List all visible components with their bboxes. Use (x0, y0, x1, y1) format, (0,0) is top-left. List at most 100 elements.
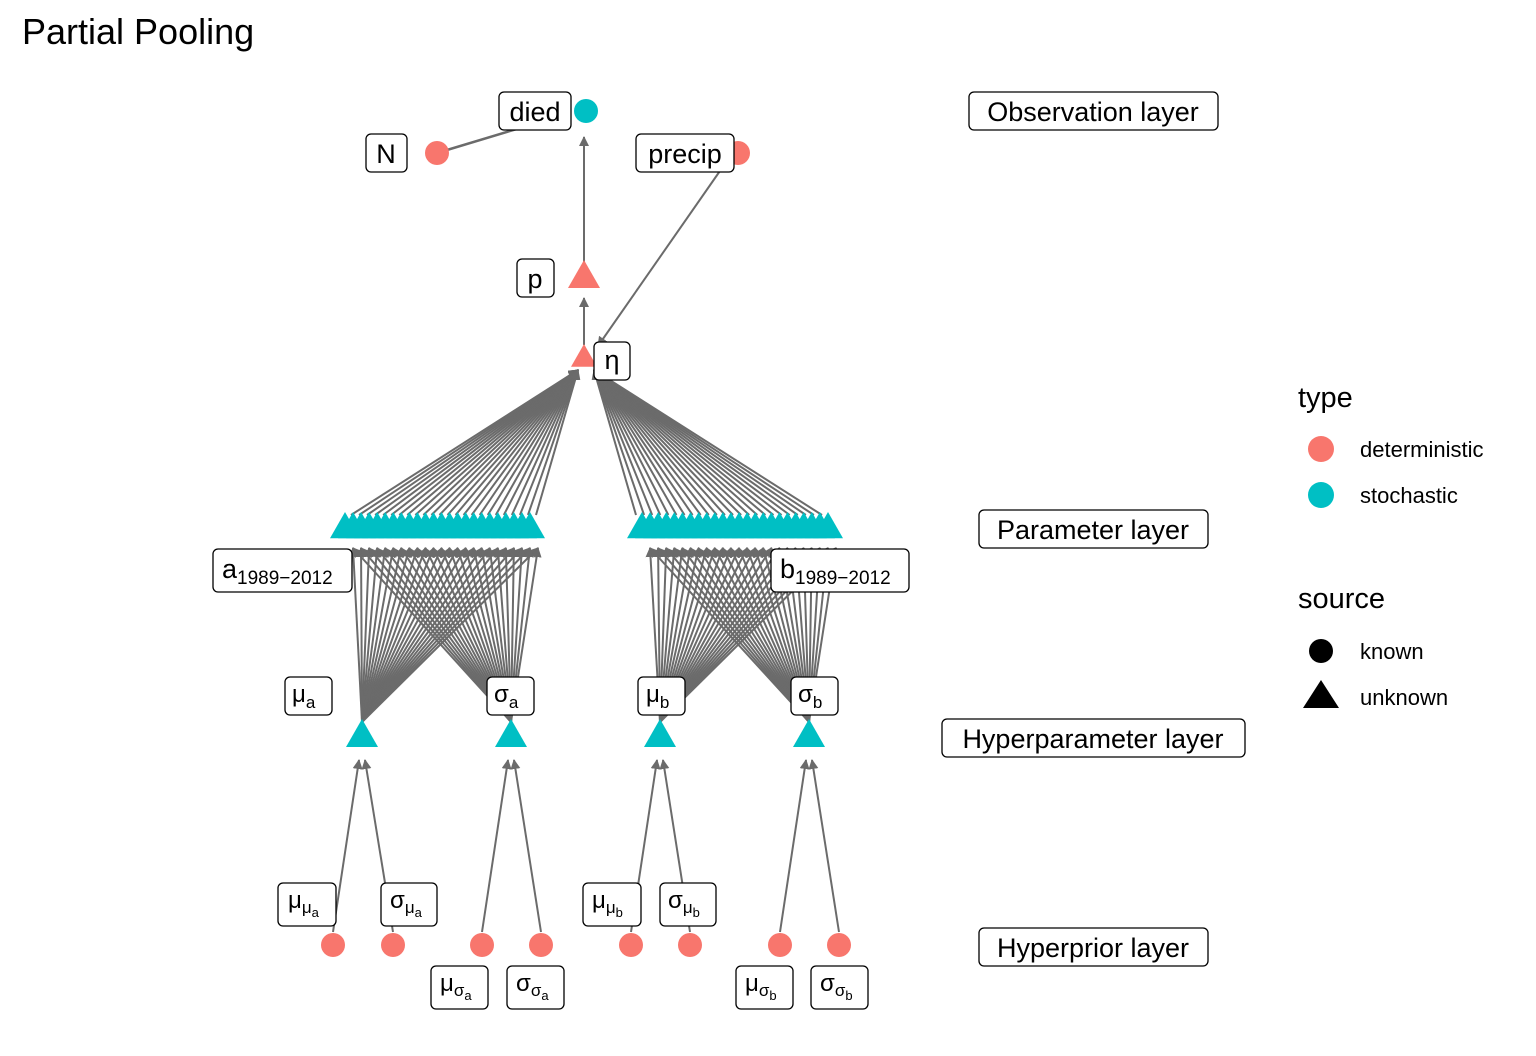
edge-mu-a-to-param (361, 547, 443, 723)
edge-mu-a-to-param (361, 547, 428, 723)
edge-sigma-b-to-param (649, 547, 810, 723)
N-node (425, 141, 449, 165)
hyperprior-mu-sigma-b-node (768, 933, 792, 957)
edge-precip-to-eta (597, 167, 723, 347)
edge-mu-a-to-param (361, 547, 499, 723)
edge-b-to-eta (592, 369, 654, 516)
svg-text:p: p (527, 264, 542, 294)
svg-text:b1989−2012: b1989−2012 (780, 554, 891, 589)
svg-text:N: N (376, 139, 396, 169)
died-node (574, 99, 598, 123)
svg-text:Hyperprior layer: Hyperprior layer (997, 933, 1189, 963)
edge-mu-a-to-param (361, 547, 397, 723)
edge-mu-a-to-param (361, 547, 467, 723)
label-sigma-a: σa (486, 676, 535, 716)
edge-a-to-eta (478, 369, 579, 516)
label-mu-a: μa (284, 676, 333, 716)
label-mu-b: μb (637, 676, 686, 716)
label-sigma-sigma-a: σσa (506, 965, 565, 1010)
svg-text:a1989−2012: a1989−2012 (222, 554, 333, 589)
edge-mu-a-to-param (361, 547, 491, 723)
edge-mu-sigma-b (779, 759, 810, 933)
svg-text:σμa: σμa (390, 887, 423, 920)
edge-mu-mu-a (332, 759, 363, 933)
hyperprior-mu-mu-b-node (619, 933, 643, 957)
legend-label-known: known (1360, 639, 1424, 664)
hyperprior-sigma-mu-a-node (381, 933, 405, 957)
edge-b-to-eta (592, 369, 646, 516)
edge-a-to-eta (462, 369, 579, 516)
svg-text:died: died (509, 97, 560, 127)
edge-mu-a-to-param (361, 547, 459, 723)
edge-mu-a-to-param (361, 547, 389, 723)
layer-parameter: Parameter layer (978, 509, 1209, 549)
edge-mu-a-to-param (361, 547, 451, 723)
hyper-sigma-a-node (495, 719, 527, 747)
edge-mu-a-to-param (361, 547, 374, 723)
edge-b-to-eta (593, 369, 718, 516)
layer-labels: Observation layer Parameter layer Hyperp… (941, 91, 1246, 967)
svg-text:μa: μa (292, 681, 316, 712)
label-sigma-mu-a: σμa (380, 882, 438, 927)
legend: type deterministic stochastic source kno… (1298, 382, 1483, 710)
edge-mu-a-to-param (361, 547, 420, 723)
nodes (321, 99, 851, 957)
label-eta: η (593, 341, 631, 381)
edge-a-to-eta (454, 369, 579, 516)
svg-text:μσa: μσa (440, 970, 472, 1003)
p-node (568, 260, 600, 288)
edge-sigma-sigma-b (808, 759, 840, 933)
chart-title: Partial Pooling (22, 11, 254, 52)
param-a-node (515, 512, 545, 539)
label-sigma-sigma-b: σσb (810, 965, 869, 1010)
legend-label-deterministic: deterministic (1360, 437, 1483, 462)
node-labels: died N precip p η a1989−2012 b1989−2012 (212, 91, 910, 1010)
label-mu-sigma-a: μσa (430, 965, 489, 1010)
svg-text:σσa: σσa (516, 970, 549, 1003)
edge-mu-a-to-param (361, 547, 405, 723)
edge-mu-a-to-param (361, 547, 507, 723)
hyperprior-sigma-sigma-a-node (529, 933, 553, 957)
label-mu-mu-a: μμa (277, 882, 337, 927)
hyperprior-mu-mu-a-node (321, 933, 345, 957)
hyperprior-sigma-mu-b-node (678, 933, 702, 957)
edge-sigma-b-to-param (657, 547, 810, 723)
hyper-mu-b-node (644, 719, 676, 747)
edge-a-to-eta (494, 369, 579, 516)
hyper-mu-a-node (346, 719, 378, 747)
edge-b-to-eta (591, 369, 637, 516)
edge-mu-a-to-param (356, 547, 367, 723)
edge-a-to-eta (470, 369, 579, 516)
eta-node (571, 344, 597, 367)
label-b-params: b1989−2012 (770, 548, 910, 593)
edge-mu-a-to-param (361, 547, 483, 723)
layer-hyperparameter: Hyperparameter layer (941, 718, 1246, 758)
label-N: N (365, 133, 408, 173)
svg-text:η: η (604, 345, 619, 375)
edge-b-to-eta (593, 369, 710, 516)
edge-mu-a-to-param (361, 547, 382, 723)
hyperprior-sigma-sigma-b-node (827, 933, 851, 957)
legend-key-deterministic (1308, 436, 1334, 462)
edge-mu-a-to-param (361, 547, 435, 723)
edge-a-to-eta (518, 369, 580, 516)
svg-text:Observation layer: Observation layer (987, 97, 1199, 127)
edge-a-to-eta (527, 369, 580, 516)
edge-a-to-eta (510, 369, 579, 516)
svg-text:Parameter layer: Parameter layer (997, 515, 1189, 545)
legend-source-title: source (1298, 583, 1385, 615)
edge-b-to-eta (593, 369, 694, 516)
svg-text:μσb: μσb (745, 970, 777, 1003)
layer-observation: Observation layer (968, 91, 1219, 131)
edge-sigma-b-to-param (689, 547, 810, 723)
edge-sigma-b-to-param (665, 547, 810, 723)
svg-text:Hyperparameter layer: Hyperparameter layer (962, 724, 1223, 754)
edge-mu-a-to-param (361, 547, 539, 723)
edge-sigma-b-to-param (681, 547, 810, 723)
edge-b-to-eta (593, 369, 670, 516)
edge-b-to-eta (593, 369, 702, 516)
param-b-node (813, 512, 843, 539)
edge-sigma-b-to-param (673, 547, 810, 723)
edge-mu-sigma-a (481, 759, 512, 933)
edge-sigma-a-to-param (360, 547, 512, 723)
